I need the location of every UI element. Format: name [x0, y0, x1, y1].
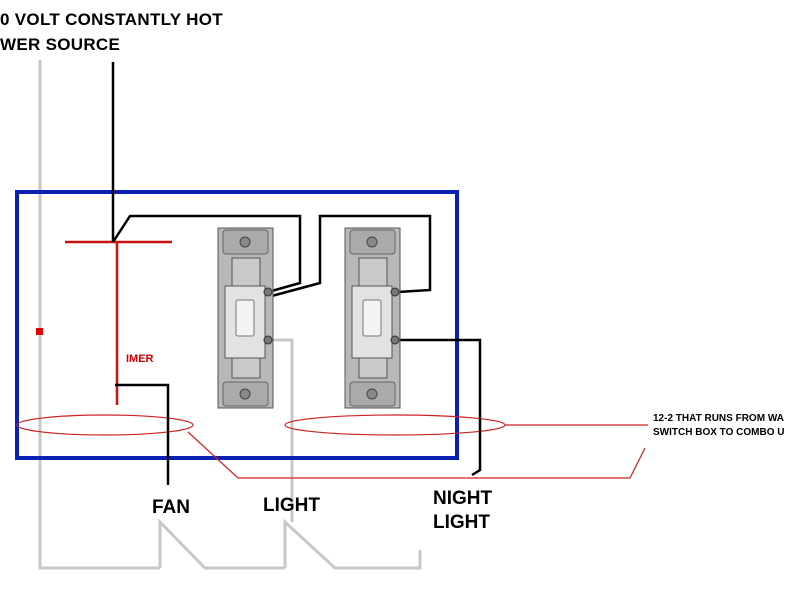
- left-switch: [217, 227, 274, 409]
- cable-note-line2: SWITCH BOX TO COMBO U: [653, 427, 785, 438]
- switch-box-icon: [15, 190, 459, 460]
- power-source-label-line1: 0 VOLT CONSTANTLY HOT: [0, 10, 223, 29]
- light-label: LIGHT: [263, 495, 320, 516]
- right-switch: [344, 227, 401, 409]
- cable-route: [16, 414, 648, 479]
- neutral-splice-icon: [36, 328, 43, 335]
- fan-label: FAN: [152, 497, 190, 518]
- hot-wire: [111, 62, 482, 485]
- timer-icon: [65, 240, 172, 405]
- cable-note-line1: 12-2 THAT RUNS FROM WA: [653, 413, 784, 424]
- timer-label: IMER: [126, 353, 154, 365]
- neutral-wire: [38, 60, 422, 570]
- night-light-label-line1: NIGHT: [433, 488, 493, 509]
- night-light-label-line2: LIGHT: [433, 512, 490, 533]
- power-source-label-line2: WER SOURCE: [0, 35, 121, 54]
